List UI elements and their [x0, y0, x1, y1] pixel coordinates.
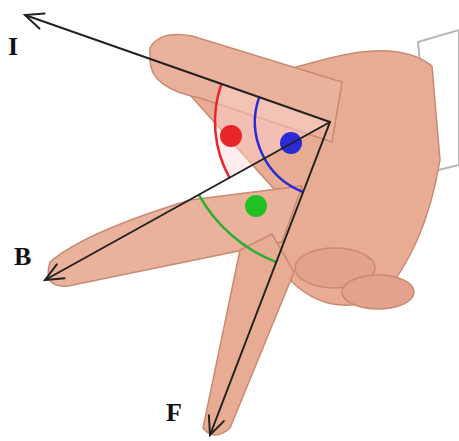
angle-arc: [255, 97, 303, 192]
vector-label: F: [166, 400, 182, 426]
curled-finger: [342, 275, 414, 309]
arrowhead: [45, 264, 65, 280]
vector-line: [210, 122, 330, 435]
arrowhead: [209, 415, 224, 435]
vector-line: [25, 15, 330, 122]
vector-line: [45, 122, 330, 280]
angle-arc: [199, 195, 276, 262]
vector-label: B: [14, 244, 31, 270]
vector-label: I: [8, 34, 18, 60]
arrowhead: [25, 14, 45, 29]
angle-dot: [220, 125, 242, 147]
angle-dot: [245, 195, 267, 217]
